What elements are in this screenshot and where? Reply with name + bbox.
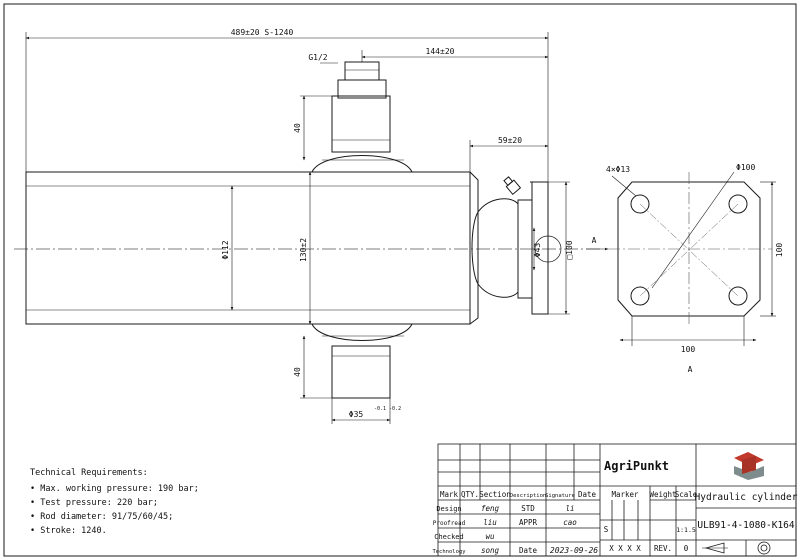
row-design-label: Design (436, 505, 461, 513)
dimension-lines (25, 32, 609, 424)
row-checked-label: Checked (434, 533, 464, 541)
view-arrow-label: A (592, 236, 597, 245)
requirement-item-3: • Rod diameter: 91/75/60/45; (30, 512, 174, 522)
port-body (337, 79, 387, 99)
rev-label: REV. (654, 544, 672, 553)
hdr-description: Description (510, 493, 546, 499)
top-trunnion (331, 95, 391, 153)
port-nut (344, 61, 380, 81)
sheet-marks: X X X X (609, 544, 641, 553)
company-name: AgriPunkt (604, 459, 669, 473)
row-technology-role: Date (519, 546, 538, 555)
dimension-texts: 489±20 S-1240 144±20 59±20 G1/2 40 40 Φ1… (221, 28, 597, 419)
title-block (437, 443, 797, 557)
bolt-hole-tl (630, 194, 650, 214)
hdr-qty: QTY. (461, 490, 479, 499)
requirement-item-2: • Test pressure: 220 bar; (30, 498, 158, 508)
sheet-border (3, 3, 797, 557)
row-checked-sign: wu (485, 532, 495, 541)
hdr-date: Date (578, 490, 597, 499)
requirement-item-1: • Max. working pressure: 190 bar; (30, 484, 199, 494)
row-technology-label: Technology (432, 549, 466, 555)
dim-port-distance: 144±20 (426, 47, 455, 56)
dim-center-height: 130±2 (299, 238, 308, 262)
dim-flange-square: □100 (565, 240, 574, 259)
hdr-mark: Mark (440, 490, 459, 499)
company-logo-icon (728, 450, 768, 480)
bolt-hole-br (728, 286, 748, 306)
dim-trunnion-top: 40 (293, 123, 302, 133)
weight-label: Weight (649, 490, 676, 499)
dim-flange-height: 100 (775, 243, 784, 258)
bottom-trunnion (331, 345, 391, 399)
dim-bolt-circle: Φ100 (736, 163, 755, 172)
scale-value: 1:1.5 (676, 526, 696, 534)
hdr-section: Section (479, 490, 511, 499)
dim-barrel-diameter: Φ112 (221, 240, 230, 259)
marker-value: S (604, 525, 609, 534)
dim-pin-diameter: Φ43 (533, 243, 542, 258)
marker-label: Marker (611, 490, 639, 499)
dim-trunnion-bottom: 40 (293, 367, 302, 377)
dim-overall-length: 489±20 S-1240 (231, 28, 294, 37)
row-proofread-role-sign: cao (563, 518, 577, 527)
flange-dimensions (611, 171, 776, 342)
scale-label: Scale (675, 490, 698, 499)
flange-texts: 100 100 4×Φ13 Φ100 A (606, 163, 784, 374)
row-proofread-label: Proofread (433, 520, 466, 527)
row-design-role-sign: li (565, 504, 574, 513)
projection-symbol-icon (702, 541, 771, 555)
cylinder-barrel (25, 171, 471, 325)
grease-nipple (503, 176, 522, 195)
title-block-texts: AgriPunkt Hydraulic cylinder ULB91-4-108… (432, 459, 797, 555)
dim-holes: 4×Φ13 (606, 165, 630, 174)
top-collar (311, 155, 413, 173)
flange-view-a (608, 172, 772, 346)
row-design-sign: feng (481, 504, 500, 513)
dim-port-thread: G1/2 (308, 53, 327, 62)
bottom-collar (311, 323, 413, 341)
hdr-signature: Signature (545, 493, 575, 499)
drawing-number: ULB91-4-1080-K164 (697, 520, 795, 531)
cylinder-side-view (14, 61, 600, 399)
dim-trunnion-tolerance: -0.1 -0.2 (374, 406, 401, 412)
requirement-item-4: • Stroke: 1240. (30, 526, 107, 536)
view-label: A (688, 365, 693, 374)
row-proofread-sign: liu (483, 518, 497, 527)
bolt-hole-bl (630, 286, 650, 306)
rev-value: 0 (684, 544, 689, 553)
row-proofread-role: APPR (519, 518, 538, 527)
row-technology-role-sign: 2023-09-26 (550, 546, 598, 555)
dim-mount-offset: 59±20 (498, 136, 522, 145)
dim-trunnion-diameter: Φ35 (349, 410, 364, 419)
ball-joint (471, 198, 519, 298)
row-design-role: STD (521, 504, 535, 513)
dim-flange-width: 100 (681, 345, 696, 354)
product-name: Hydraulic cylinder (695, 492, 798, 503)
requirements-title: Technical Requirements: (30, 468, 148, 478)
end-cap (469, 171, 479, 325)
row-technology-sign: song (481, 546, 500, 555)
bolt-hole-tr (728, 194, 748, 214)
